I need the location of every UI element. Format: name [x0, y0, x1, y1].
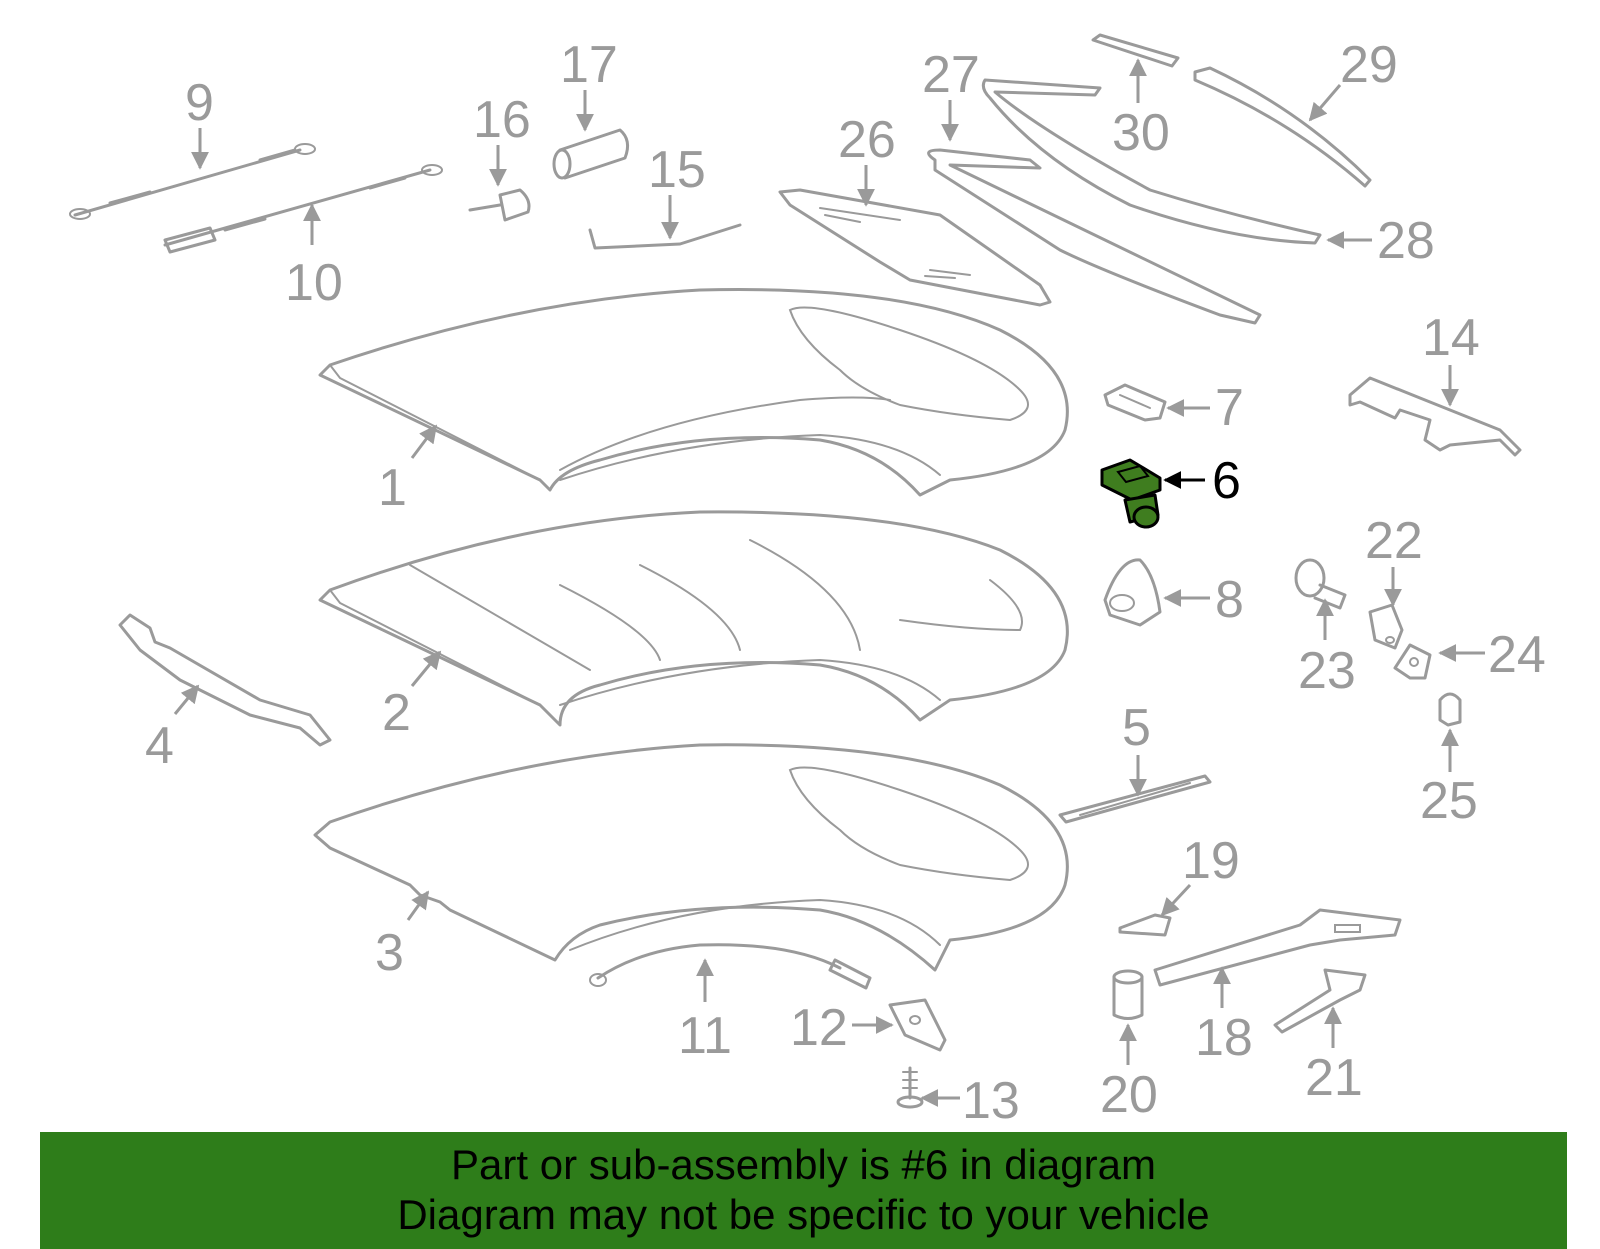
- callout-24: 24: [1488, 626, 1546, 684]
- arrow-19: [1160, 883, 1192, 917]
- part-1-roof-panel: [318, 288, 1069, 497]
- callout-arrows: [173, 58, 1485, 1107]
- part-29-strip: [1193, 66, 1372, 188]
- info-banner: Part or sub-assembly is #6 in diagram Di…: [40, 1132, 1567, 1249]
- part-5-strip: [1058, 774, 1212, 824]
- part-26-window: [778, 188, 1052, 307]
- part-2-headliner: [318, 510, 1069, 727]
- part-14-rail: [1348, 376, 1522, 457]
- callout-13: 13: [962, 1072, 1020, 1130]
- callout-10: 10: [285, 254, 343, 312]
- part-13-screw: [896, 1066, 924, 1109]
- callout-30: 30: [1112, 104, 1170, 162]
- part-8-bracket: [1103, 558, 1162, 627]
- arrow-4: [173, 684, 200, 715]
- callout-21: 21: [1305, 1049, 1363, 1107]
- part-12-bracket: [888, 998, 947, 1052]
- part-9-cable: [69, 143, 316, 220]
- part-7-clip: [1103, 383, 1167, 422]
- callout-labels: 1 2 3 4 5 6 7 8 9 10 11 12 13 14 15 16 1…: [145, 36, 1546, 1130]
- part-27-seal: [927, 148, 1262, 325]
- callout-29: 29: [1340, 36, 1398, 94]
- part-15-rod: [588, 223, 742, 250]
- part-18-bracket: [1153, 908, 1402, 987]
- callout-1: 1: [378, 459, 407, 517]
- part-6-highlighted-bracket: [1100, 458, 1162, 529]
- callout-22: 22: [1365, 512, 1423, 570]
- part-20-cylinder: [1112, 969, 1144, 1020]
- callout-28: 28: [1377, 212, 1435, 270]
- callout-2: 2: [382, 684, 411, 742]
- part-28-seal: [981, 78, 1322, 245]
- callout-5: 5: [1122, 699, 1151, 757]
- callout-23: 23: [1298, 642, 1356, 700]
- callout-16: 16: [473, 91, 531, 149]
- callout-3: 3: [375, 924, 404, 982]
- part-16-pin: [468, 188, 531, 222]
- callout-14: 14: [1422, 309, 1480, 367]
- arrow-2: [410, 650, 442, 687]
- callout-20: 20: [1100, 1066, 1158, 1124]
- arrow-1: [410, 424, 438, 459]
- callout-6: 6: [1212, 452, 1241, 510]
- part-30-strip: [1091, 33, 1180, 68]
- banner-line-1: Part or sub-assembly is #6 in diagram: [451, 1141, 1156, 1188]
- callout-8: 8: [1215, 571, 1244, 629]
- part-24-clip: [1393, 643, 1432, 680]
- part-10-cable: [163, 164, 443, 254]
- callout-12: 12: [790, 999, 848, 1057]
- part-3-liner: [313, 743, 1069, 972]
- part-17-sleeve: [552, 128, 630, 180]
- part-21-bracket: [1273, 968, 1367, 1034]
- callout-25: 25: [1420, 772, 1478, 830]
- part-11-cable: [589, 943, 872, 990]
- callout-18: 18: [1195, 1009, 1253, 1067]
- arrow-29: [1308, 84, 1342, 122]
- callout-7: 7: [1215, 379, 1244, 437]
- part-19-clip: [1118, 913, 1172, 937]
- part-22-nut: [1368, 603, 1404, 650]
- arrow-3: [406, 890, 430, 921]
- part-23-bolt: [1294, 558, 1347, 610]
- callout-19: 19: [1182, 832, 1240, 890]
- callout-17: 17: [560, 36, 618, 94]
- part-25-clip: [1438, 692, 1462, 727]
- callout-15: 15: [648, 141, 706, 199]
- callout-9: 9: [185, 74, 214, 132]
- callout-27: 27: [922, 46, 980, 104]
- callout-4: 4: [145, 717, 174, 775]
- callout-26: 26: [838, 111, 896, 169]
- callout-11: 11: [678, 1007, 732, 1065]
- banner-line-2: Diagram may not be specific to your vehi…: [397, 1191, 1210, 1238]
